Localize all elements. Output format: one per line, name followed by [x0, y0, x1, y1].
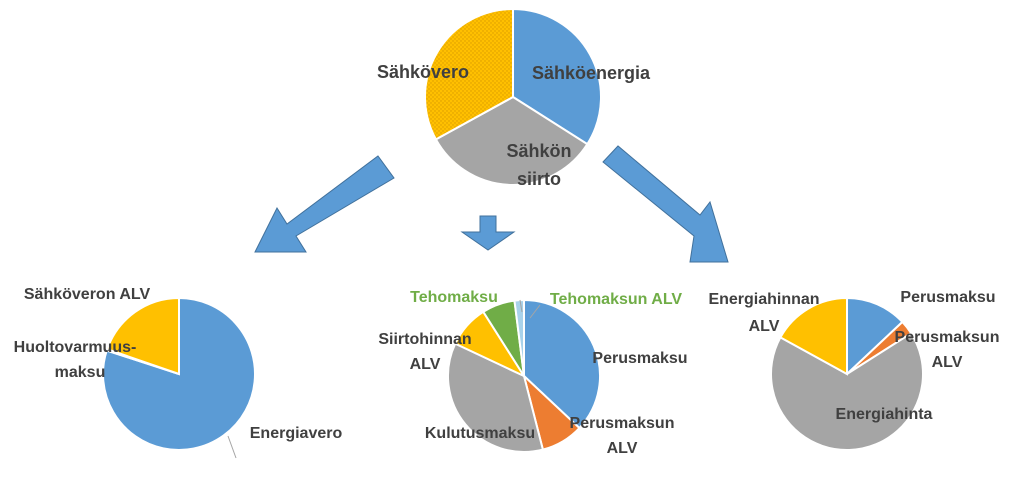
leader-line: [519, 299, 523, 313]
label-perusmaksu-right: Perusmaksu: [900, 289, 995, 306]
middle-pie-chart: [447, 298, 601, 453]
label-tehomaksu: Tehomaksu: [410, 289, 498, 306]
label-sahkon-siirto-2: siirto: [517, 169, 561, 189]
label-sahkon-siirto-1: Sähkön: [506, 141, 571, 161]
arrow-left-icon: [254, 155, 395, 253]
pie-slice-kulutusmaksu: [447, 342, 545, 453]
pie-slice-energiahinnan-alv: [779, 296, 848, 376]
pie-slice-energiahinta: [770, 331, 924, 451]
arrow-right-icon: [602, 145, 729, 263]
label-siirtohinnan-alv-1: Siirtohinnan: [378, 331, 471, 348]
label-energiahinta: Energiahinta: [836, 406, 933, 423]
label-perusmaksun-alv-right-2: ALV: [932, 354, 963, 371]
label-kulutusmaksu: Kulutusmaksu: [425, 425, 535, 442]
label-huoltovarmuus-1: Huoltovarmuus-: [14, 339, 137, 356]
label-energiahinnan-alv-2: ALV: [749, 318, 780, 335]
top-pie-chart: [424, 7, 602, 186]
leader-line: [227, 435, 237, 459]
label-perusmaksun-alv-mid-1: Perusmaksun: [570, 415, 675, 432]
label-sahkoveron-alv: Sähköveron ALV: [24, 286, 151, 303]
label-perusmaksun-alv-right-1: Perusmaksun: [895, 329, 1000, 346]
pie-slice-tehomaksun-alv: [513, 298, 525, 377]
label-sahkovero: Sähkövero: [377, 62, 469, 82]
arrow-down-icon: [460, 215, 516, 251]
label-siirtohinnan-alv-2: ALV: [410, 356, 441, 373]
right-pie-chart: [770, 296, 924, 451]
label-sahkoenergia: Sähköenergia: [532, 63, 651, 83]
pie-slice-sahkovero: [424, 7, 514, 141]
pie-slice-perusmaksu: [846, 296, 904, 377]
label-perusmaksun-alv-mid-2: ALV: [607, 440, 638, 457]
pie-slice-sahkoveron-alv: [105, 296, 180, 376]
leader-line: [529, 304, 541, 319]
label-tehomaksun-alv: Tehomaksun ALV: [550, 291, 682, 308]
label-huoltovarmuus-2: maksu: [55, 364, 106, 381]
left-pie-chart: [102, 296, 256, 451]
label-energiahinnan-alv-1: Energiahinnan: [708, 291, 819, 308]
pie-slice-perusmaksu: [523, 298, 601, 430]
label-energiavero: Energiavero: [250, 425, 343, 442]
label-perusmaksu-mid: Perusmaksu: [592, 350, 687, 367]
